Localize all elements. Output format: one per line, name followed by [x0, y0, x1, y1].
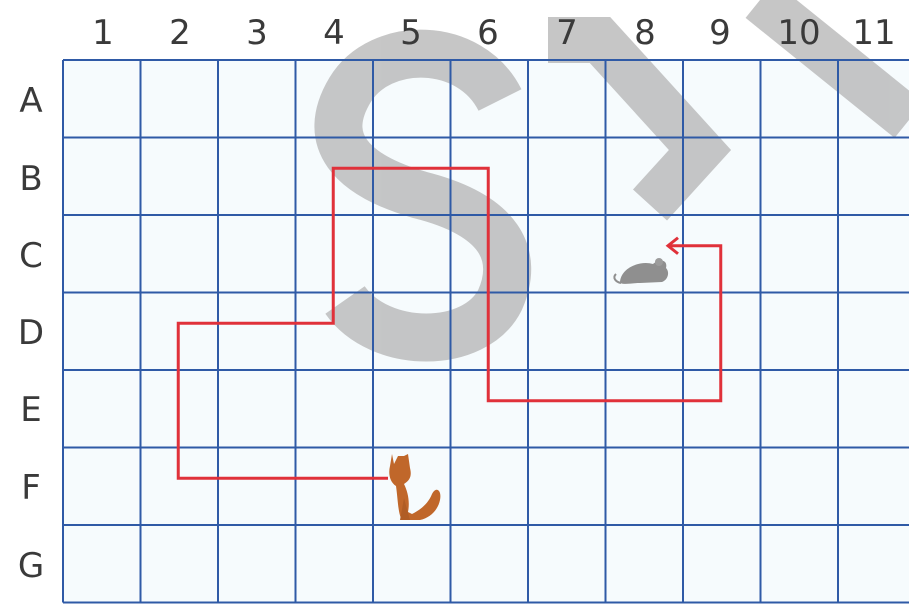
row-label: E — [20, 390, 41, 430]
column-label: 6 — [477, 13, 499, 53]
column-label: 1 — [92, 13, 114, 53]
row-labels: A B C D E F G — [18, 81, 44, 586]
column-label: 7 — [556, 13, 578, 53]
row-label: G — [18, 546, 44, 586]
row-label: F — [21, 468, 41, 508]
column-label: 9 — [709, 13, 731, 53]
column-label: 10 — [777, 13, 820, 53]
column-label: 8 — [634, 13, 656, 53]
column-label: 3 — [246, 13, 268, 53]
column-label: 4 — [323, 13, 345, 53]
column-label: 5 — [400, 13, 422, 53]
column-label: 2 — [169, 13, 191, 53]
column-label: 11 — [852, 13, 895, 53]
row-label: C — [19, 236, 43, 276]
row-label: B — [19, 159, 42, 199]
row-label: D — [18, 313, 44, 353]
row-label: A — [19, 81, 42, 121]
